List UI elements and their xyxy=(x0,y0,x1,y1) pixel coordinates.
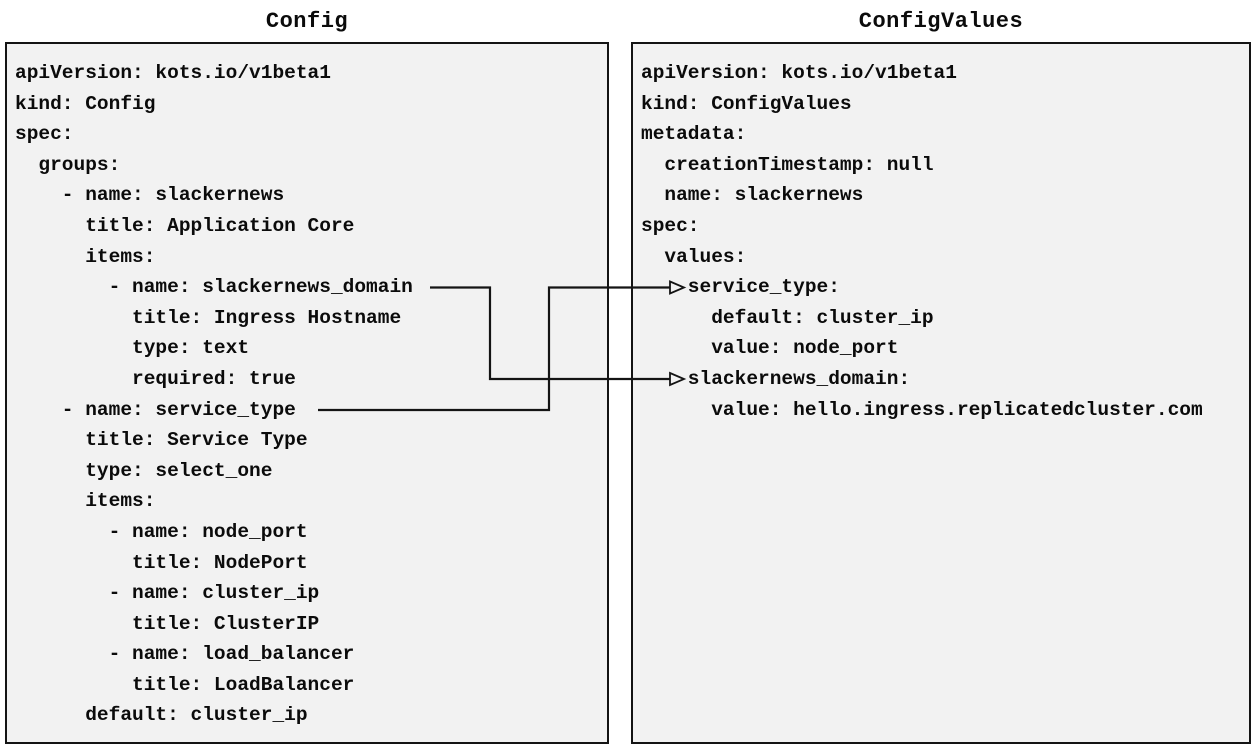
configvalues-panel: apiVersion: kots.io/v1beta1 kind: Config… xyxy=(631,42,1251,744)
configvalues-yaml-code: apiVersion: kots.io/v1beta1 kind: Config… xyxy=(641,62,1203,421)
config-panel: apiVersion: kots.io/v1beta1 kind: Config… xyxy=(5,42,609,744)
config-panel-title: Config xyxy=(265,9,349,34)
config-yaml-code: apiVersion: kots.io/v1beta1 kind: Config… xyxy=(15,62,413,727)
configvalues-panel-title: ConfigValues xyxy=(858,9,1024,34)
